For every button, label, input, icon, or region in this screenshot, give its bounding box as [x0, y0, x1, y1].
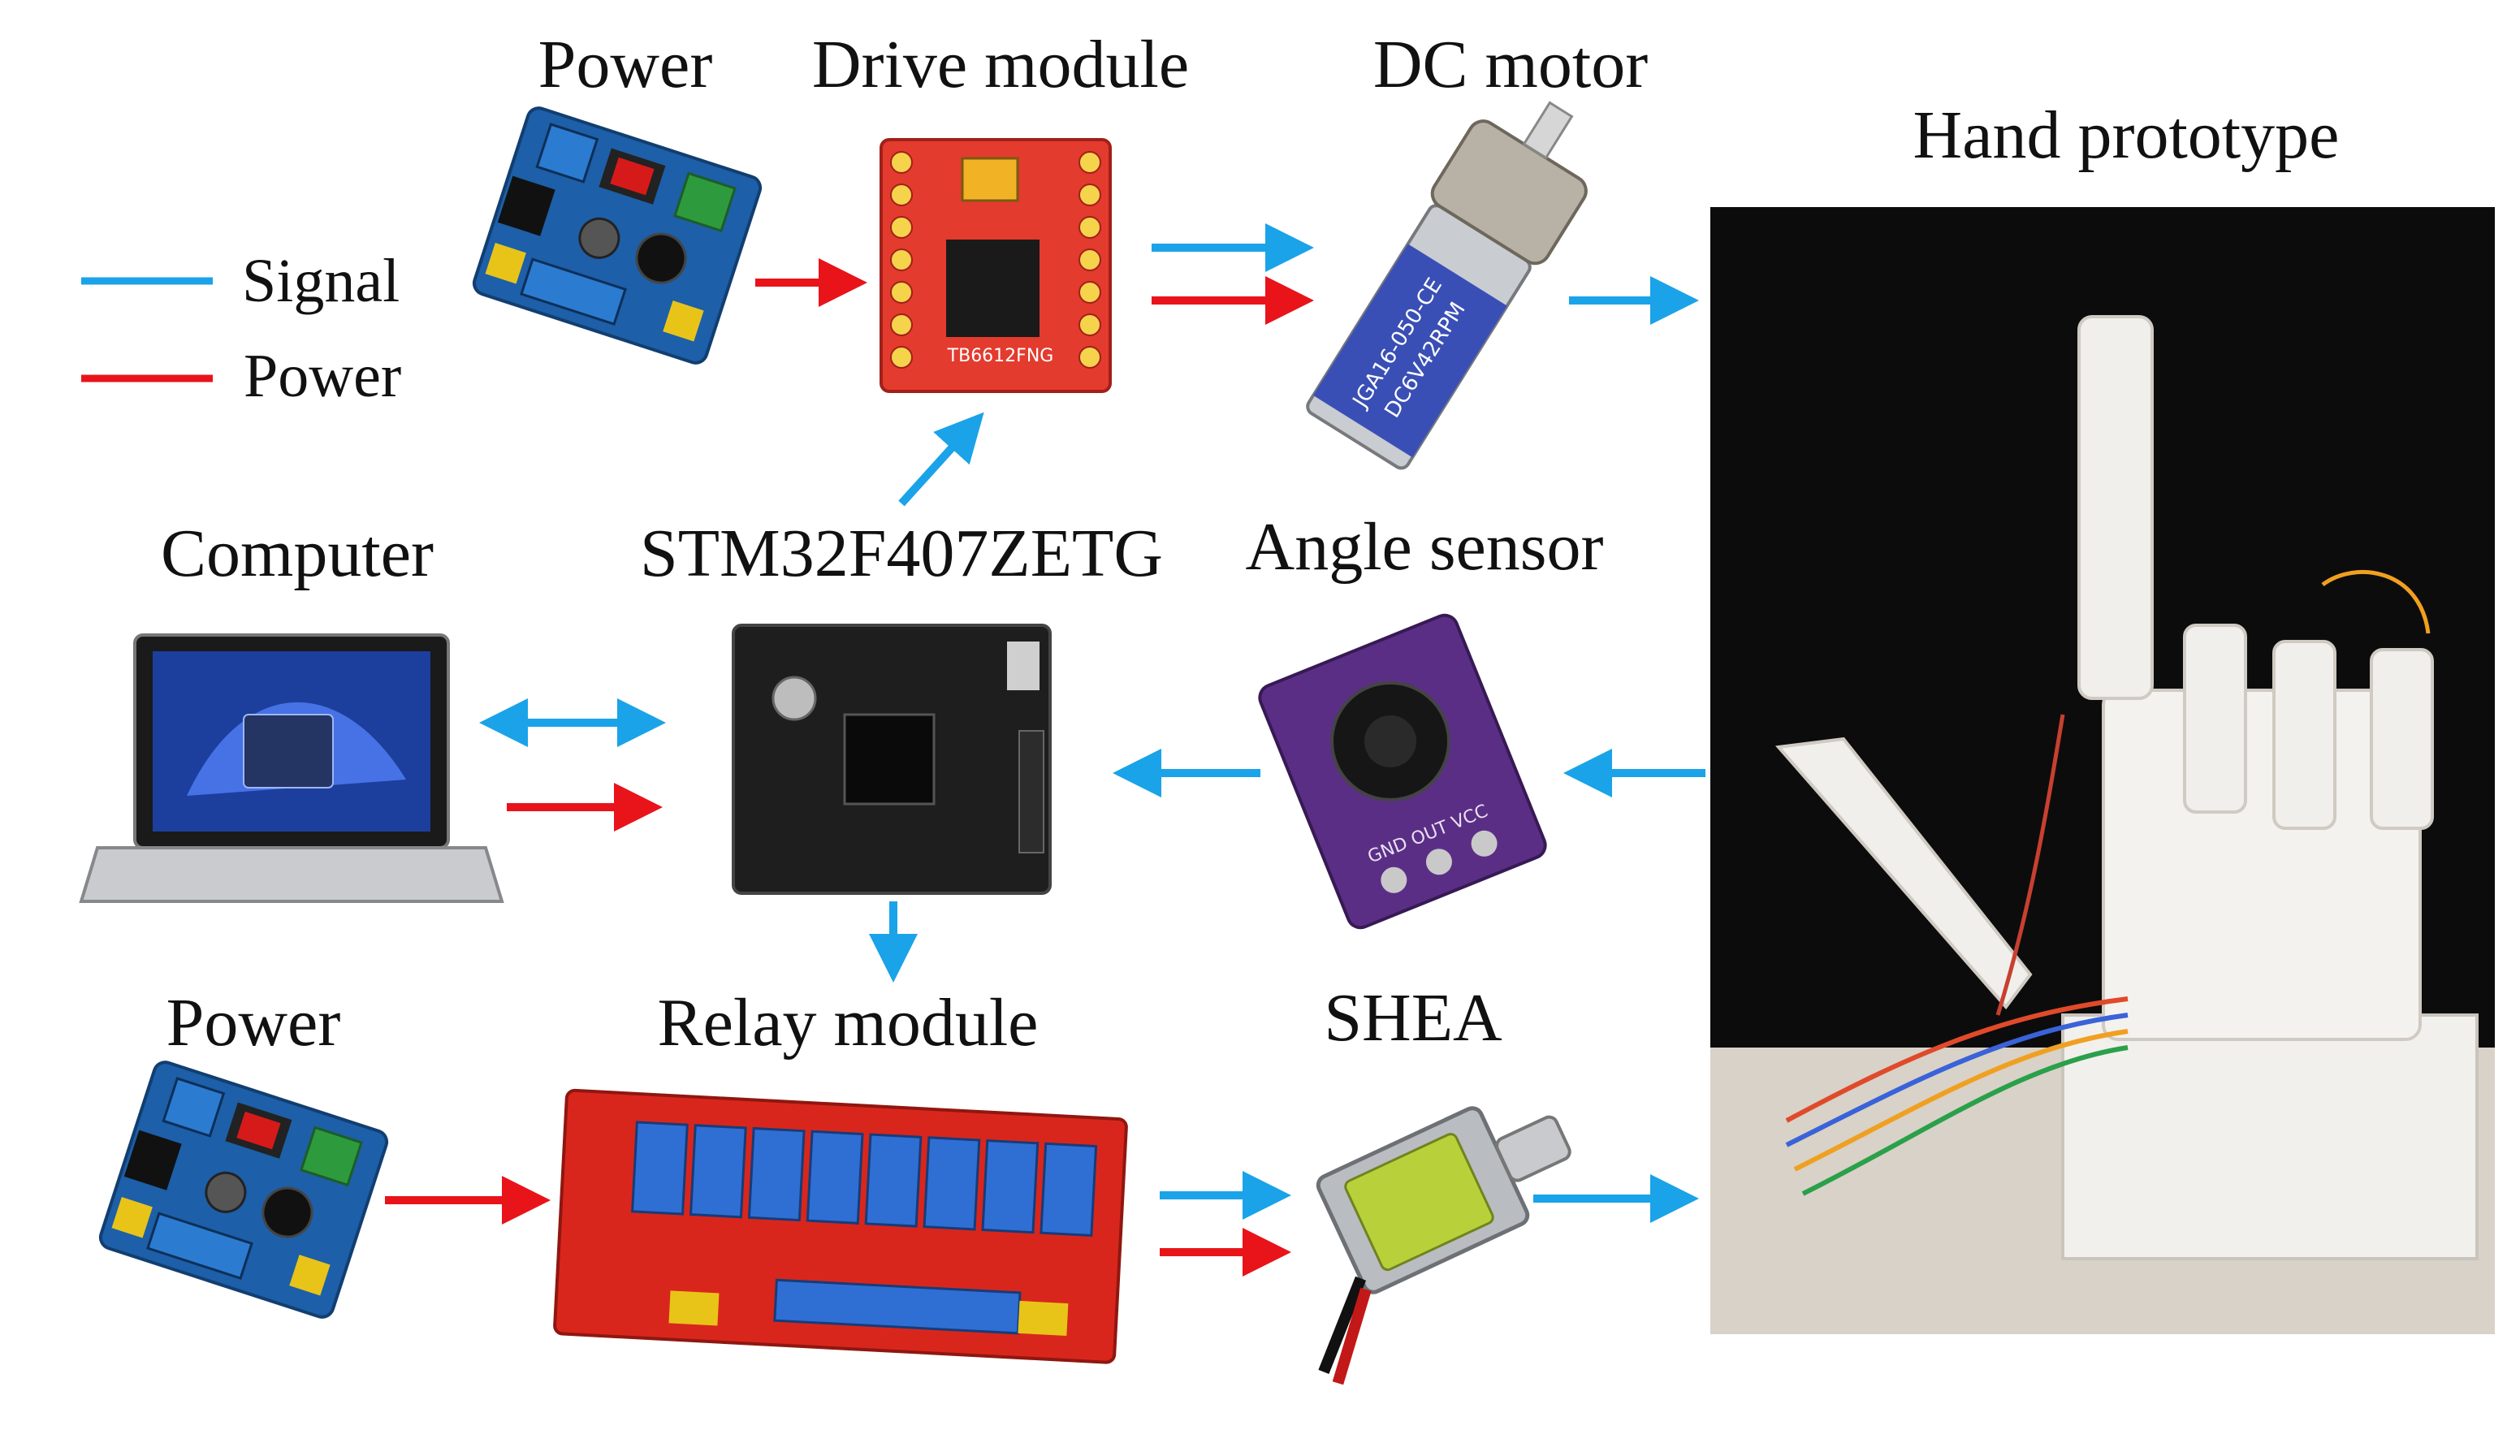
legend-signal-label: Signal: [242, 247, 400, 315]
label-power-top: Power: [538, 27, 713, 102]
label-drive-module: Drive module: [811, 27, 1190, 102]
drive-pins: [890, 151, 1101, 369]
label-computer: Computer: [161, 516, 434, 591]
label-mcu: STM32F407ZETG: [639, 516, 1164, 591]
label-shea: SHEA: [1324, 980, 1502, 1056]
power-supply-board-top-icon: [472, 106, 763, 365]
stm32-dev-board-icon: [732, 624, 1052, 895]
rotary-angle-sensor-icon: GND OUT VCC: [1258, 613, 1547, 930]
label-hand-prototype: Hand prototype: [1913, 97, 2340, 173]
label-relay-module: Relay module: [657, 985, 1039, 1061]
relay-board-icon: [553, 1088, 1128, 1364]
robotic-hand-photo: [1710, 207, 2495, 1334]
label-power-bottom: Power: [166, 985, 341, 1061]
legend-power-label: Power: [244, 342, 402, 410]
label-dc-motor: DC motor: [1372, 27, 1649, 102]
motor-driver-board-icon: TB6612FNG: [880, 138, 1112, 393]
geared-dc-motor-icon: JGA16-050-CE DC6V42RPM: [1306, 101, 1588, 470]
solenoid-actuator-icon: [1316, 1106, 1571, 1385]
drive-chip-text: TB6612FNG: [947, 346, 1054, 366]
power-supply-board-bottom-icon: [98, 1061, 389, 1319]
label-angle-sensor: Angle sensor: [1245, 509, 1604, 585]
laptop-icon: [79, 633, 504, 903]
arrow-mcu-to-drive: [898, 412, 984, 507]
